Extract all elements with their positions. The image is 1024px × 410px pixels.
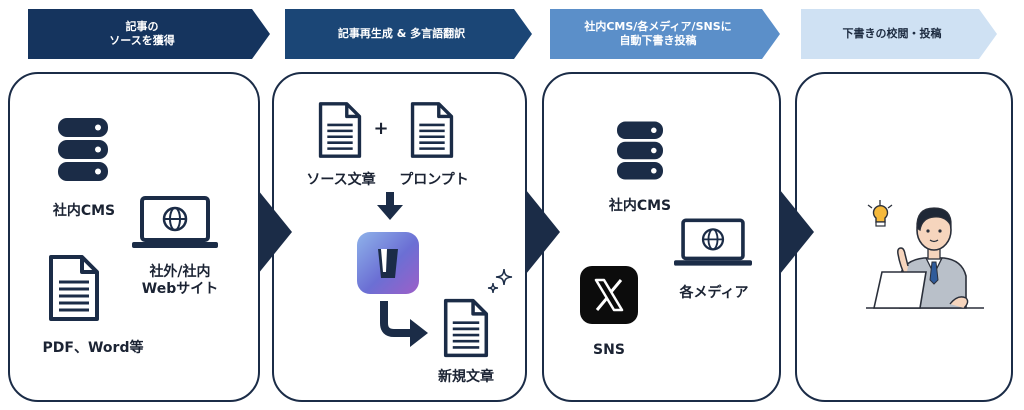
sns-label: SNS	[593, 342, 625, 358]
step-1-chevron: 記事の ソースを獲得	[28, 9, 270, 59]
step-1-label: 記事の ソースを獲得	[109, 20, 175, 47]
cms-post-label: 社内CMS	[608, 198, 672, 214]
step-4-label: 下書きの校閲・投稿	[842, 27, 942, 40]
step-4-chevron: 下書きの校閲・投稿	[801, 9, 997, 59]
cms-label: 社内CMS	[52, 203, 116, 219]
new-document-icon	[443, 298, 489, 358]
document-icon	[48, 254, 100, 322]
source-text-label: ソース文章	[306, 172, 376, 188]
person-laptop-illustration	[862, 196, 988, 312]
x-logo-icon	[580, 266, 638, 324]
step-2-chevron: 記事再生成 & 多言語翻訳	[285, 9, 532, 59]
arrow-down-icon	[377, 192, 403, 220]
prompt-document-icon	[410, 101, 454, 159]
panel-source	[8, 72, 260, 402]
prompt-label: プロンプト	[399, 172, 469, 188]
flow-arrow-3	[780, 190, 814, 274]
flow-arrow-1	[258, 190, 292, 274]
step-2-label: 記事再生成 & 多言語翻訳	[337, 27, 466, 40]
document-label: PDF、Word等	[42, 340, 144, 356]
step-3-label: 社内CMS/各メディア/SNSに 自動下書き投稿	[584, 20, 732, 47]
database-icon	[58, 118, 108, 182]
panel-review	[795, 72, 1013, 402]
flow-arrow-2	[526, 190, 560, 274]
laptop-globe-icon	[132, 196, 218, 250]
sparkle-icon	[486, 268, 514, 296]
new-text-label: 新規文章	[438, 369, 494, 385]
source-document-icon	[318, 101, 362, 159]
media-label: 各メディア	[679, 285, 749, 301]
ai-app-icon	[357, 232, 419, 294]
laptop-globe-icon	[674, 218, 752, 268]
website-label: 社外/社内 Webサイト	[141, 264, 219, 297]
arrow-curve-icon	[378, 301, 430, 347]
step-3-chevron: 社内CMS/各メディア/SNSに 自動下書き投稿	[550, 9, 780, 59]
database-icon	[617, 121, 663, 181]
plus-sign: +	[373, 118, 389, 139]
